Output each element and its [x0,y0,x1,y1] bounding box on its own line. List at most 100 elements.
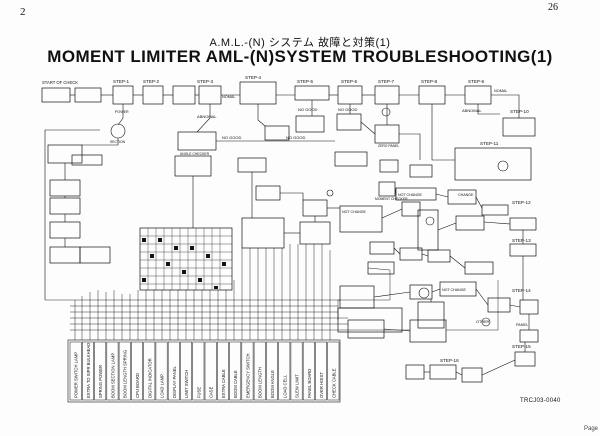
ng-box-5 [295,115,325,133]
right-box-a [401,201,421,217]
component-cell [266,341,278,401]
step-label-6: STEP-6 [341,79,358,84]
page-label: Page [584,426,599,432]
step-label-11: STEP-11 [480,141,499,146]
component-label: LOAD CELL [282,374,287,398]
step-label-7: STEP-7 [378,79,395,84]
step11-box [454,147,532,181]
step7-box [374,85,400,105]
component-cell [217,341,229,401]
right-box-j [464,261,494,275]
label-no-good-mid: NO GOOD [222,135,241,140]
mid-box-f [409,164,433,178]
ng-box-6 [336,113,362,131]
right-box-b [417,209,439,251]
label-abnomal-9: ABNOMAL [462,108,482,113]
component-label: CHECK CABLE [331,368,336,398]
title-japanese: A.M.L.-(N) システム 故障と対策(1) [209,37,391,49]
step-label-8: STEP-8 [421,79,438,84]
step-label-16: STEP-16 [440,358,459,363]
mid-box-e [379,159,399,173]
mid-box-b [174,155,212,177]
document-code: TRCJ03-0040 [520,398,561,404]
label-change: CHANGE [458,193,474,197]
component-cell [82,341,94,401]
component-cell [118,341,131,401]
component-cell [131,341,143,401]
component-label: LIMIT SWITCH [184,370,189,398]
component-cell [315,341,327,401]
mid-box-c [237,157,267,173]
right-box-d [481,204,509,216]
step16-box-c [461,367,483,383]
start-label: START OF CHECK [42,80,78,85]
component-label: FUSE [196,387,201,398]
cable-box-b [409,319,447,343]
mid-block-a [241,217,285,249]
left-box-4 [49,221,81,239]
component-label: BOOM LENGTH [258,367,263,398]
step9-box [464,85,492,105]
step2b-box [172,85,196,105]
right-box-h [427,249,451,263]
connector-row [67,339,341,403]
step12-box [509,217,537,231]
mid-box-a [264,125,290,141]
start-box [41,87,71,103]
component-cell [94,341,107,401]
component-label: PANEL BOARD [307,369,312,398]
component-label: CASE [209,386,214,398]
component-label: BOOM ANGLE [270,370,275,398]
left-box-2 [49,179,81,197]
right-box-m [487,297,511,313]
component-cell [155,341,168,401]
zero-panel-box [374,124,400,144]
step16-box-b [429,364,457,380]
label-angle-checker: ANGLE CHECKER [180,152,210,156]
step16-box-a [405,364,425,380]
step-label-13: STEP-13 [512,238,531,243]
title-english: MOMENT LIMITER AML-(N)SYSTEM TROUBLESHOO… [47,47,553,66]
section-switch-icon [110,123,126,139]
angle-checker-box [177,131,217,151]
label-other: OTHER [476,320,490,324]
label-not-change-1: NOT CHANGE [398,193,422,197]
corner-mark-left: 2 [20,6,26,18]
corner-mark-right: 26 [548,2,558,13]
right-box-f [369,241,395,255]
step10-box [502,117,536,137]
component-cell [302,341,315,401]
mid-box-d [334,151,368,167]
mid-block-d [255,185,281,201]
label-moment-checker: MOMENT CHECKER [375,197,408,201]
component-cell [106,341,119,401]
step-label-15: STEP-15 [512,344,531,349]
step-label-1: STEP-1 [113,79,130,84]
step-label-9: STEP-9 [468,79,485,84]
label-zero-panel: ZERO PANEL [378,144,399,148]
step-label-10: STEP-10 [510,109,529,114]
component-cell [241,341,254,401]
component-label: BOOM SECTION LAMP [110,353,115,398]
step2-box [142,85,164,105]
component-label: DIGITAL INDICATOR [147,358,152,398]
component-cell [180,341,192,401]
component-label: DISPLAY PANEL [172,365,177,398]
cable-box-a [347,319,385,339]
step13-box [509,243,537,257]
component-label: BOOM CABLE [233,370,238,398]
component-label: EXTRA CABLE [221,369,226,398]
component-cell [167,341,180,401]
matrix-grid [139,227,233,291]
component-label: SPRING POWER [98,365,103,398]
component-cell [290,341,303,401]
step-label-14: STEP-14 [512,288,531,293]
component-cell [143,341,156,401]
component-cell [327,341,340,401]
left-box-5 [49,246,81,264]
step-label-4: STEP-4 [245,75,262,80]
component-cell [278,341,291,401]
component-label: EMERGENCY SWITCH [245,353,250,398]
mid-block-c [299,221,331,245]
component-label: LOAD LAMP [160,374,165,398]
